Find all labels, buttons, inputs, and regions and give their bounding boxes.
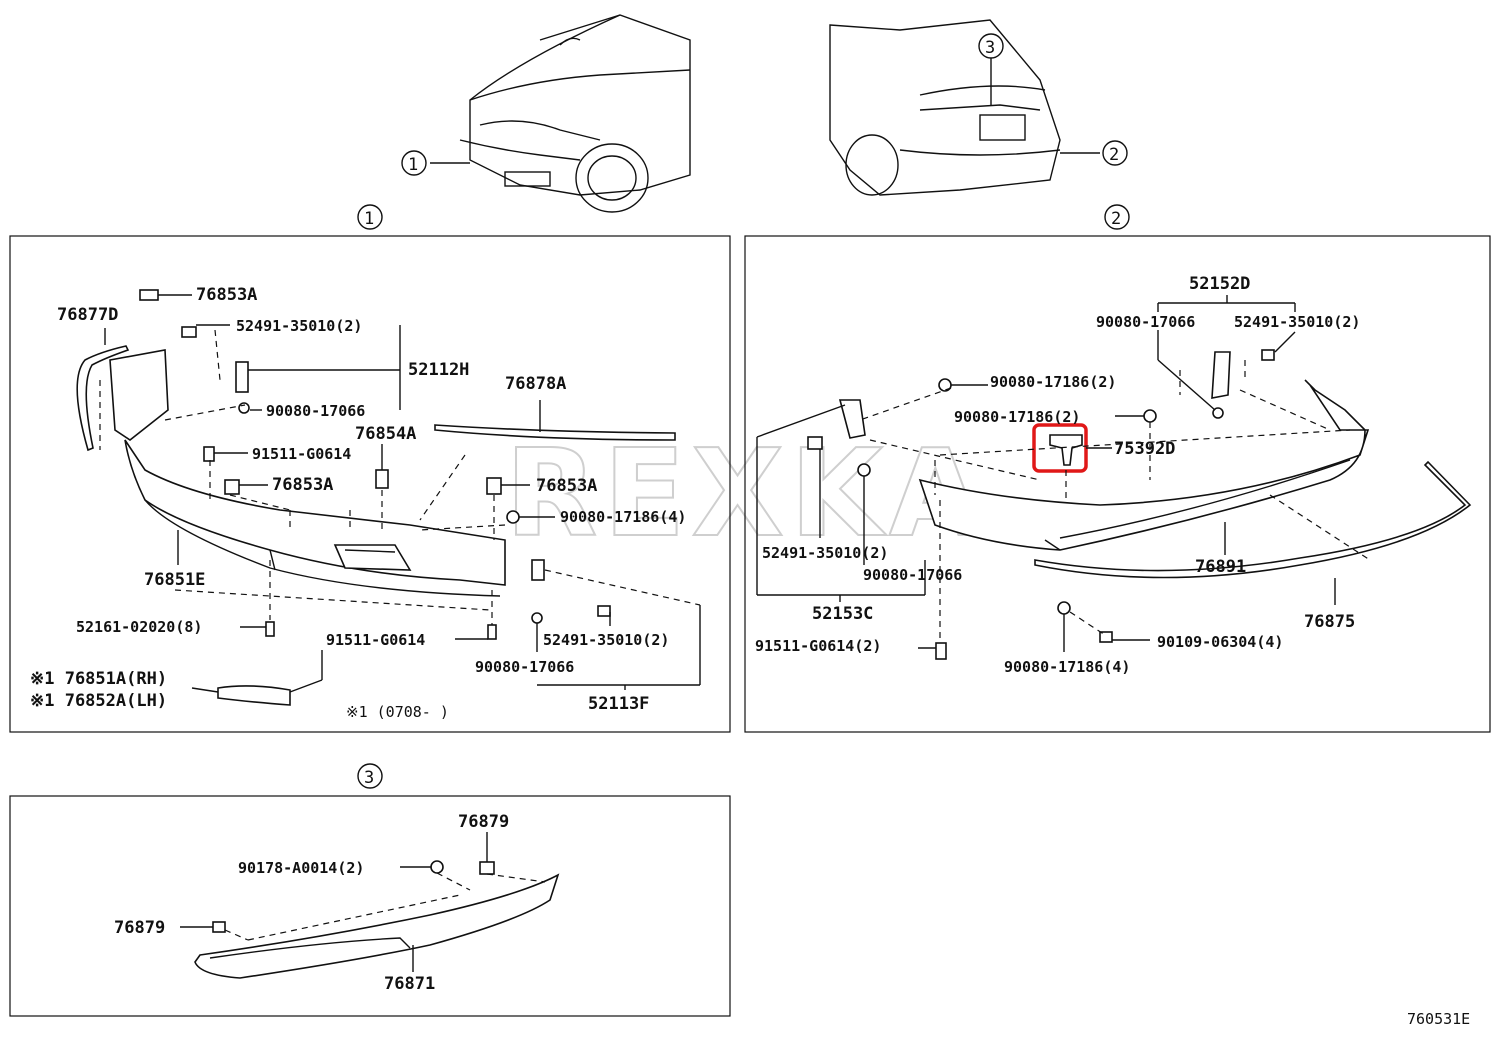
label-76852A-lh: ※1 76852A(LH) bbox=[30, 691, 167, 711]
label-90178-A0014: 90178-A0014(2) bbox=[238, 859, 364, 877]
section-two-marker: 2 bbox=[1104, 204, 1130, 230]
label-52152D: 52152D bbox=[1189, 274, 1250, 294]
label-90080-17066-left: 90080-17066 bbox=[863, 566, 962, 584]
label-90080-17186-b: 90080-17186(2) bbox=[954, 408, 1080, 426]
label-52491-35010-top: 52491-35010(2) bbox=[1234, 313, 1360, 331]
side-bracket bbox=[109, 349, 169, 441]
label-76871: 76871 bbox=[384, 974, 435, 994]
part-76875 bbox=[1034, 460, 1472, 579]
screw-91511-a bbox=[203, 446, 215, 462]
label-52113F: 52113F bbox=[588, 694, 649, 714]
screw-52491-top bbox=[1261, 349, 1275, 361]
clip-76879-top bbox=[479, 861, 495, 875]
nut-90080-17066-top bbox=[1212, 407, 1224, 419]
clip-76879-left bbox=[212, 921, 226, 933]
front-bumper-panel bbox=[9, 235, 731, 733]
section-three-marker: 3 bbox=[357, 763, 383, 789]
bracket-52152D bbox=[1211, 351, 1231, 399]
label-52491-35010-left: 52491-35010(2) bbox=[762, 544, 888, 562]
label-76879-left: 76879 bbox=[114, 918, 165, 938]
label-90080-17186-4: 90080-17186(4) bbox=[560, 508, 686, 526]
nut-90080-17186 bbox=[506, 510, 520, 524]
label-90080-17066-a: 90080-17066 bbox=[266, 402, 365, 420]
label-52161-02020: 52161-02020(8) bbox=[76, 618, 202, 636]
rear-bumper-drawing bbox=[756, 295, 1472, 660]
svg-text:2: 2 bbox=[1111, 209, 1121, 229]
part-76877D bbox=[76, 345, 130, 452]
label-52153C: 52153C bbox=[812, 604, 873, 624]
part-76851E-cover bbox=[124, 439, 506, 586]
screw-52491-left bbox=[807, 436, 823, 450]
svg-text:1: 1 bbox=[364, 209, 374, 229]
label-91511-G0614-b: 91511-G0614 bbox=[326, 631, 425, 649]
svg-text:2: 2 bbox=[1109, 145, 1119, 165]
label-76879-top: 76879 bbox=[458, 812, 509, 832]
label-52112H: 52112H bbox=[408, 360, 469, 380]
label-76877D: 76877D bbox=[57, 305, 118, 325]
part-76854A-clip bbox=[375, 469, 389, 489]
label-75392D: 75392D bbox=[1114, 439, 1175, 459]
nut-90080-17066-b bbox=[531, 612, 543, 624]
part-76871 bbox=[194, 873, 560, 979]
nut-90080-17066-left bbox=[857, 463, 871, 477]
clip-76853A-mid bbox=[224, 479, 240, 495]
screw-52491-b bbox=[597, 605, 611, 617]
svg-text:3: 3 bbox=[364, 768, 374, 788]
svg-text:1: 1 bbox=[408, 155, 418, 175]
svg-text:3: 3 bbox=[985, 38, 995, 58]
label-76853A-top: 76853A bbox=[196, 285, 257, 305]
nut-90080-17186-b bbox=[1143, 409, 1157, 423]
front-bumper-drawing bbox=[76, 289, 701, 706]
bracket-52153C bbox=[838, 399, 866, 439]
part-76851A-cover bbox=[217, 685, 291, 706]
marker-one-overview: 1 bbox=[401, 150, 427, 176]
label-note-0708: ※1 (0708- ) bbox=[346, 703, 449, 721]
label-76851A-rh: ※1 76851A(RH) bbox=[30, 669, 167, 689]
section-one-marker: 1 bbox=[357, 204, 383, 230]
label-90080-17066-top: 90080-17066 bbox=[1096, 313, 1195, 331]
rear-car-overview bbox=[829, 19, 1100, 196]
label-90080-17066-b: 90080-17066 bbox=[475, 658, 574, 676]
diagram-id: 760531E bbox=[1407, 1010, 1470, 1028]
label-76851E: 76851E bbox=[144, 570, 205, 590]
label-90109-06304: 90109-06304(4) bbox=[1157, 633, 1283, 651]
bracket-52112H bbox=[235, 361, 249, 393]
screw-90109 bbox=[1099, 631, 1113, 643]
spoiler-drawing bbox=[180, 832, 560, 979]
clip-76853A-top bbox=[139, 289, 159, 301]
bracket-52113F bbox=[531, 559, 545, 581]
clip-76853A-right bbox=[486, 477, 502, 495]
label-76854A: 76854A bbox=[355, 424, 416, 444]
label-91511-G0614-a: 91511-G0614 bbox=[252, 445, 351, 463]
front-car-overview bbox=[430, 14, 691, 213]
label-52491-35010-b: 52491-35010(2) bbox=[543, 631, 669, 649]
spoiler-panel bbox=[9, 795, 731, 1017]
marker-three-overview: 3 bbox=[978, 33, 1004, 59]
label-52491-35010-a: 52491-35010(2) bbox=[236, 317, 362, 335]
nut-90178 bbox=[430, 860, 444, 874]
screw-91511 bbox=[935, 642, 947, 660]
nut-90080-17186-c bbox=[1057, 601, 1071, 615]
screw-91511-b bbox=[487, 624, 497, 640]
part-75392D bbox=[1049, 434, 1083, 466]
label-90080-17186-c: 90080-17186(4) bbox=[1004, 658, 1130, 676]
label-91511-G0614-2: 91511-G0614(2) bbox=[755, 637, 881, 655]
label-76853A-mid: 76853A bbox=[272, 475, 333, 495]
marker-two-overview: 2 bbox=[1102, 140, 1128, 166]
label-76875: 76875 bbox=[1304, 612, 1355, 632]
screw-52491-a bbox=[181, 326, 197, 338]
part-76878A bbox=[434, 424, 676, 441]
label-76853A-right: 76853A bbox=[536, 476, 597, 496]
label-90080-17186-a: 90080-17186(2) bbox=[990, 373, 1116, 391]
rear-bumper-panel bbox=[744, 235, 1491, 733]
label-76878A: 76878A bbox=[505, 374, 566, 394]
label-76891: 76891 bbox=[1195, 557, 1246, 577]
screw-52161 bbox=[265, 621, 275, 637]
nut-90080-17066-a bbox=[238, 402, 250, 414]
